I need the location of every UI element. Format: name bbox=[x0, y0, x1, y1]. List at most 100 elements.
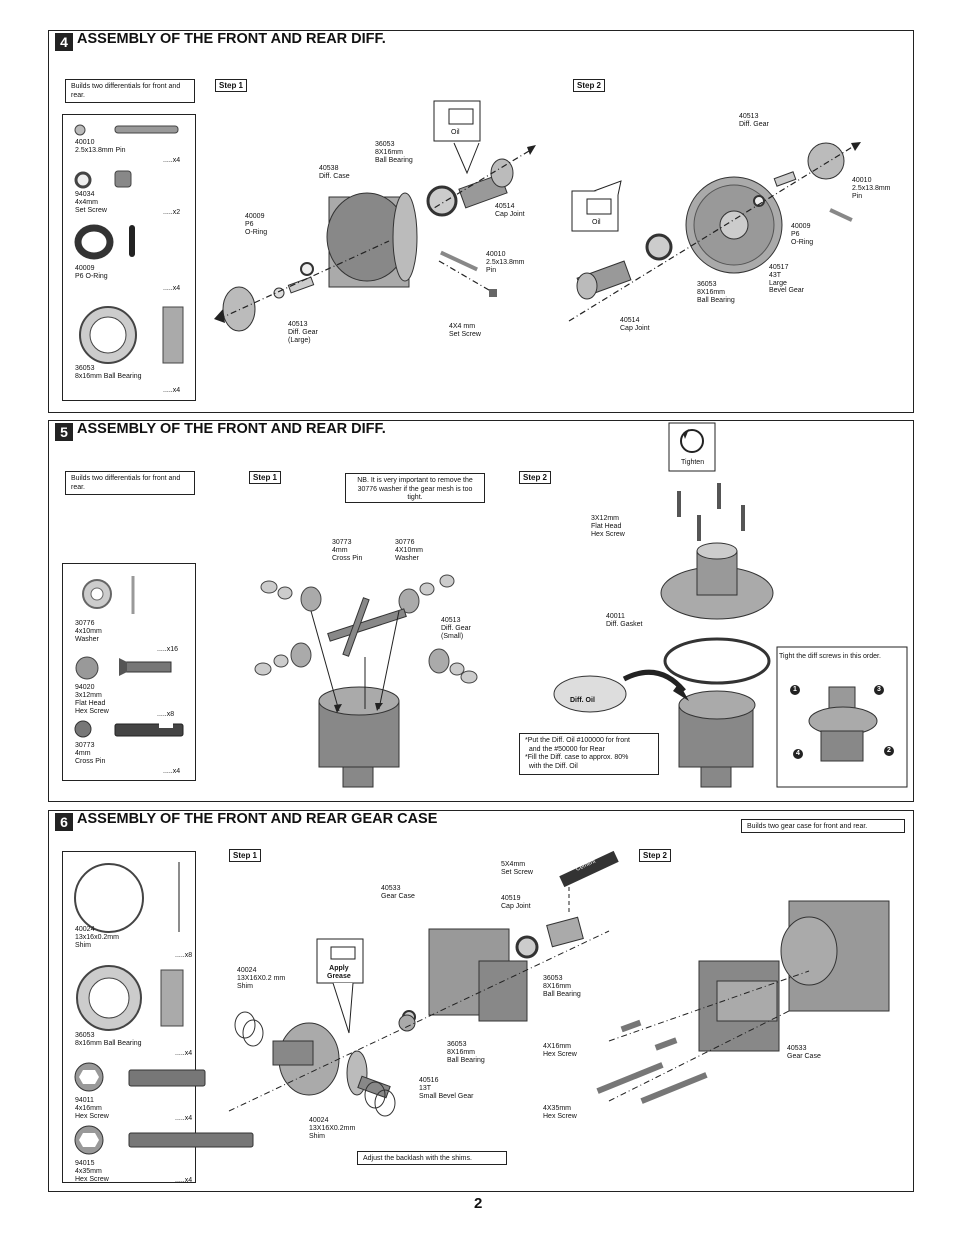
part-label: 30773 4mm Cross Pin bbox=[332, 539, 363, 562]
part-label: 36053 8X16mm Ball Bearing bbox=[697, 281, 735, 304]
part-label: 40514 Cap Joint bbox=[620, 317, 650, 332]
apply-grease-label: Apply Grease bbox=[327, 965, 351, 980]
note-box: Builds two differentials for front and r… bbox=[65, 471, 195, 495]
part-qty: .....x4 bbox=[163, 768, 181, 775]
part-label: 40516 13T Small Bevel Gear bbox=[419, 1077, 474, 1100]
step-2-label: Step 2 bbox=[573, 79, 606, 92]
note-box: Builds two gear case for front and rear. bbox=[741, 819, 905, 833]
order-num-4: 4 bbox=[796, 750, 800, 757]
part-code: 94020 bbox=[75, 684, 95, 691]
part-desc: P6 O-Ring bbox=[75, 273, 108, 280]
section-4: 4 ASSEMBLY OF THE FRONT AND REAR DIFF. B… bbox=[48, 30, 914, 413]
callout-oil: Oil bbox=[451, 129, 460, 136]
part-label: 4X35mm Hex Screw bbox=[543, 1105, 577, 1120]
diff-exploded-illustration bbox=[214, 100, 861, 332]
part-qty: .....x2 bbox=[163, 209, 181, 216]
part-label: 36053 8X16mm Ball Bearing bbox=[375, 141, 413, 164]
diff-oil-label: Diff. Oil bbox=[570, 697, 595, 704]
order-note: Tight the diff screws in this order. bbox=[779, 653, 881, 660]
section-title: ASSEMBLY OF THE FRONT AND REAR DIFF. bbox=[77, 31, 386, 47]
parts-list: 30776 4x10mm Washer .....x16 94020 3x12m… bbox=[62, 563, 196, 781]
nb-note: NB. It is very important to remove the 3… bbox=[345, 473, 485, 503]
parts-list: 40010 2.5x13.8mm Pin .....x4 94034 4x4mm… bbox=[62, 114, 196, 401]
section-6: 6 ASSEMBLY OF THE FRONT AND REAR GEAR CA… bbox=[48, 810, 914, 1192]
part-label: 3X12mm Flat Head Hex Screw bbox=[591, 515, 625, 538]
part-code: 36053 bbox=[75, 365, 95, 372]
part-qty: .....x4 bbox=[163, 285, 181, 292]
part-code: 40010 bbox=[75, 139, 95, 146]
part-qty: .....x4 bbox=[175, 1177, 193, 1184]
order-num-3: 3 bbox=[877, 686, 881, 693]
step-2-label: Step 2 bbox=[519, 471, 552, 484]
part-qty: .....x8 bbox=[175, 952, 193, 959]
section-5: 5 ASSEMBLY OF THE FRONT AND REAR DIFF. B… bbox=[48, 420, 914, 802]
part-label: 40513 Diff. Gear bbox=[739, 113, 769, 128]
section-number: 6 bbox=[55, 813, 73, 831]
part-label: 40024 13X16X0.2mm Shim bbox=[309, 1117, 356, 1140]
part-desc: 4mm Cross Pin bbox=[75, 750, 106, 765]
part-label: 40514 Cap Joint bbox=[495, 203, 525, 218]
part-code: 30776 bbox=[75, 620, 95, 627]
section-title: ASSEMBLY OF THE FRONT AND REAR GEAR CASE bbox=[77, 811, 438, 827]
part-code: 94011 bbox=[75, 1097, 94, 1104]
parts-illustrations bbox=[74, 124, 184, 364]
part-desc: 8x16mm Ball Bearing bbox=[75, 373, 142, 380]
part-desc: 13x16x0.2mm Shim bbox=[75, 934, 119, 949]
part-qty: .....x4 bbox=[175, 1050, 193, 1057]
section-number: 4 bbox=[55, 33, 73, 51]
part-desc: 4x16mm Hex Screw bbox=[75, 1105, 109, 1120]
part-label: 40010 2.5x13.8mm Pin bbox=[852, 177, 891, 200]
step-1-label: Step 1 bbox=[215, 79, 248, 92]
part-label: 4X16mm Hex Screw bbox=[543, 1043, 577, 1058]
part-desc: 3x12mm Flat Head Hex Screw bbox=[75, 692, 109, 715]
section-title: ASSEMBLY OF THE FRONT AND REAR DIFF. bbox=[77, 421, 386, 437]
part-label: 40517 43T Large Bevel Gear bbox=[769, 264, 805, 295]
part-label: 40010 2.5x13.8mm Pin bbox=[486, 251, 525, 274]
order-num-1: 1 bbox=[793, 686, 797, 693]
gear-case-illustration bbox=[228, 850, 890, 1117]
step-1-label: Step 1 bbox=[229, 849, 262, 862]
part-label: 40519 Cap Joint bbox=[501, 895, 531, 910]
tighten-label: Tighten bbox=[681, 459, 705, 466]
part-label: 40513 Diff. Gear (Small) bbox=[441, 617, 471, 640]
part-label: 36053 8X16mm Ball Bearing bbox=[543, 975, 581, 998]
part-label: 40533 Gear Case bbox=[787, 1045, 821, 1060]
part-label: 40024 13X16X0.2 mm Shim bbox=[237, 967, 286, 990]
part-label: 40533 Gear Case bbox=[381, 885, 415, 900]
part-label: 5X4mm Set Screw bbox=[501, 861, 533, 876]
part-desc: 4x10mm Washer bbox=[75, 628, 102, 643]
part-code: 94015 bbox=[75, 1160, 95, 1167]
part-label: 40538 Diff. Case bbox=[319, 165, 350, 180]
part-desc: 2.5x13.8mm Pin bbox=[75, 147, 126, 154]
diff-assembly-illustration bbox=[254, 422, 908, 788]
part-qty: .....x16 bbox=[157, 646, 179, 653]
part-desc: 4x35mm Hex Screw bbox=[75, 1168, 109, 1183]
oil-note: *Put the Diff. Oil #100000 for front and… bbox=[519, 733, 659, 775]
parts-illustrations bbox=[74, 862, 254, 1155]
step-2-label: Step 2 bbox=[639, 849, 672, 862]
part-code: 40024 bbox=[75, 926, 95, 933]
part-code: 94034 bbox=[75, 191, 95, 198]
part-label: 36053 8X16mm Ball Bearing bbox=[447, 1041, 485, 1064]
part-qty: .....x4 bbox=[163, 157, 181, 164]
part-qty: .....x4 bbox=[163, 387, 181, 394]
part-desc: 4x4mm Set Screw bbox=[75, 199, 107, 214]
parts-illustrations bbox=[74, 576, 184, 738]
order-num-2: 2 bbox=[887, 747, 891, 754]
note-box: Builds two differentials for front and r… bbox=[65, 79, 195, 103]
part-label: 40009 P6 O-Ring bbox=[791, 223, 814, 246]
parts-list: 40024 13x16x0.2mm Shim .....x8 36053 8x1… bbox=[62, 851, 254, 1184]
part-qty: .....x8 bbox=[157, 711, 175, 718]
part-label: 40011 Diff. Gasket bbox=[606, 613, 643, 628]
part-desc: 8x16mm Ball Bearing bbox=[75, 1040, 142, 1047]
part-label: 40513 Diff. Gear (Large) bbox=[288, 321, 318, 344]
part-code: 30773 bbox=[75, 742, 95, 749]
part-qty: .....x4 bbox=[175, 1115, 193, 1122]
step-1-label: Step 1 bbox=[249, 471, 282, 484]
page-number: 2 bbox=[474, 1195, 483, 1212]
part-label: 4X4 mm Set Screw bbox=[449, 323, 481, 338]
section-number: 5 bbox=[55, 423, 73, 441]
part-code: 40009 bbox=[75, 265, 95, 272]
part-label: 40009 P6 O-Ring bbox=[245, 213, 268, 236]
part-code: 36053 bbox=[75, 1032, 95, 1039]
